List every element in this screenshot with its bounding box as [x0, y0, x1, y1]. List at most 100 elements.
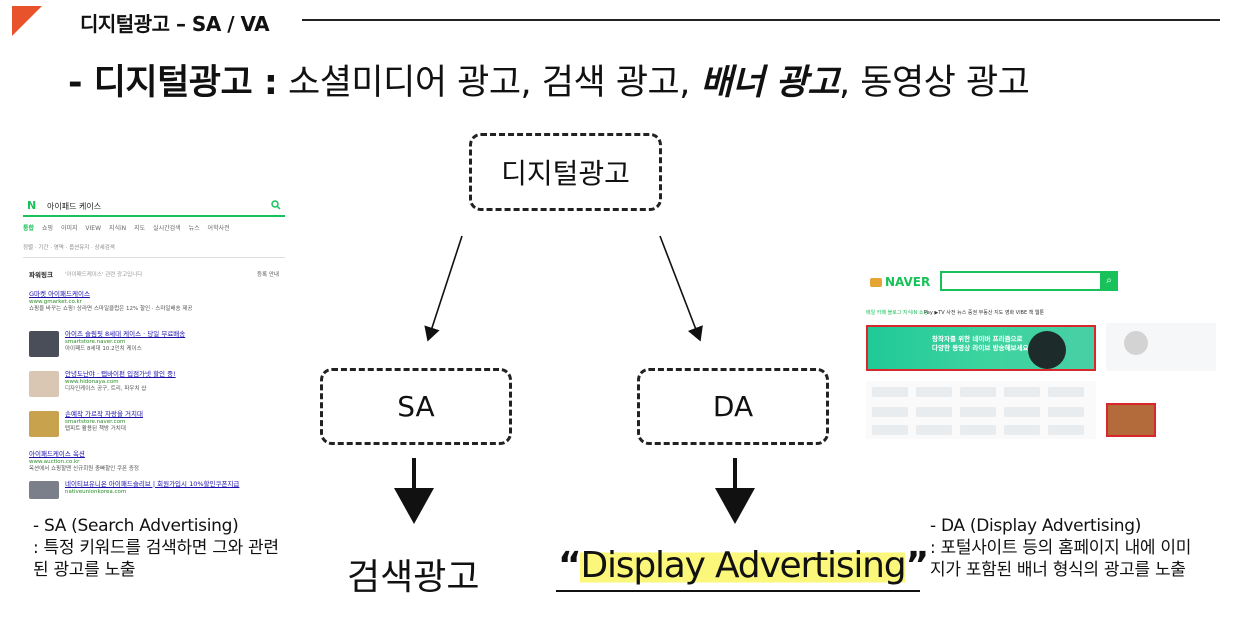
da-note-line: 지가 포함된 배너 형식의 광고를 노출	[930, 560, 1186, 580]
grid-cell	[960, 387, 996, 397]
grid-cell	[1048, 407, 1084, 417]
grid-cell	[1004, 407, 1040, 417]
ad-item: G마켓 아이패드케이스 www.gmarket.co.kr 쇼핑을 바꾸는 쇼핑…	[29, 290, 279, 314]
ad-desc: 디자인케이스 공구, 트리, 파우치 샵	[65, 386, 147, 392]
section-label: 디지털광고 – SA / VA	[80, 12, 270, 36]
avatar	[1124, 331, 1148, 355]
tab-item: 실시간검색	[153, 225, 181, 232]
register-link: 등록 안내	[257, 272, 279, 278]
grid-cell	[1048, 387, 1084, 397]
ad-url: smartstore.naver.com	[65, 338, 126, 345]
ad-item: 아이즈 슬림핏 8세대 케이스 · 당일 무료배송 smartstore.nav…	[29, 330, 279, 357]
search-query: 아이패드 케이스	[47, 202, 102, 211]
sa-note-line: - SA (Search Advertising)	[33, 516, 239, 536]
ad-desc: 탭피트 활용된 책방 거치대	[65, 426, 126, 432]
ad-url: www.gmarket.co.kr	[29, 298, 82, 305]
ad-item: 안녕도난야 · 탭바이펀 입점가넷 할인 중! www.hidonaya.com…	[29, 370, 279, 397]
da-portal-screenshot: NAVER ⌕ 메일 카페 블로그 지식iN 쇼핑 Pay ▶TV 사전 뉴스 …	[862, 265, 1220, 442]
banner-line: 다양한 동영상 라이브 방송해보세요!	[932, 344, 1032, 352]
ad-url: nativeunionkorea.com	[65, 488, 127, 495]
da-description: - DA (Display Advertising) : 포털사이트 등의 홈페…	[930, 515, 1191, 581]
ad-title: 네이티브유니온 아이패드슬리브 | 회원가입시 10%할인쿠폰지급	[65, 480, 240, 488]
ad-desc: 아이패드 8세대 10.2인치 케이스	[65, 346, 142, 352]
ad-item: 아이패드케이스 옥션 www.auction.co.kr 옥션에서 쇼핑할땐 신…	[29, 450, 279, 474]
powerlink-label: 파워링크	[29, 271, 53, 279]
search-icon	[271, 200, 281, 210]
product-thumbnail	[29, 371, 59, 397]
sa-label: SA	[397, 390, 435, 423]
grid-cell	[1048, 425, 1084, 435]
headline-bold: - 디지털광고 :	[68, 63, 278, 103]
login-profile-panel	[1106, 323, 1216, 371]
grid-cell	[872, 425, 908, 435]
ad-url: www.auction.co.kr	[29, 458, 80, 465]
grid-cell	[1004, 425, 1040, 435]
headline-part1: 소셜미디어 광고, 검색 광고,	[277, 63, 701, 103]
sa-big-label: 검색광고	[347, 557, 480, 598]
powerlink-sub: '아이패드케이스' 관련 광고입니다	[65, 272, 143, 278]
search-filters: 정렬 · 기간 · 영역 · 옵션유지 · 상세검색	[23, 245, 115, 251]
da-note-line: : 포털사이트 등의 홈페이지 내에 이미	[930, 538, 1192, 558]
sa-search-screenshot: N 아이패드 케이스 통합 쇼핑 이미지 VIEW 지식iN 지도 실시간검색 …	[23, 195, 285, 500]
grid-cell	[916, 407, 952, 417]
ad-url: smartstore.naver.com	[65, 418, 126, 425]
banner-ad: 창작자를 위한 네이버 프리즘으로 다양한 동영상 라이브 방송해보세요!	[866, 325, 1096, 371]
grid-cell	[872, 407, 908, 417]
sa-description: - SA (Search Advertising) : 특정 키워드를 검색하면…	[33, 515, 279, 581]
portal-search-box	[940, 271, 1116, 291]
banner-line: 창작자를 위한 네이버 프리즘으로	[932, 335, 1023, 343]
header-divider	[302, 19, 1220, 21]
da-label: DA	[712, 390, 754, 423]
naver-logo-text: NAVER	[885, 275, 931, 289]
product-thumbnail	[29, 481, 59, 499]
ad-title: 아이패드케이스 옥션	[29, 450, 85, 458]
ad-title: 손예작 가르작 자랑을 거치대	[65, 410, 143, 418]
headline-part2: , 동영상 광고	[839, 63, 1030, 103]
ad-title: 안녕도난야 · 탭바이펀 입점가넷 할인 중!	[65, 370, 176, 378]
ad-item: 네이티브유니온 아이패드슬리브 | 회원가입시 10%할인쿠폰지급 native…	[29, 480, 279, 499]
tab-item: 뉴스	[188, 225, 200, 232]
open-quote: “	[558, 545, 582, 586]
portal-header: NAVER ⌕	[862, 265, 1220, 297]
da-big-label: “Display Advertising”	[558, 545, 929, 586]
portal-menu-dark: Pay ▶TV 사전 뉴스 증권 부동산 지도 영화 VIBE 책 웹툰	[924, 310, 1045, 316]
grid-cell	[916, 387, 952, 397]
tab-item: 쇼핑	[41, 225, 54, 232]
sa-note-line: : 특정 키워드를 검색하면 그와 관련	[33, 538, 279, 558]
grid-cell	[960, 425, 996, 435]
divider	[23, 257, 285, 258]
product-thumbnail	[29, 331, 59, 357]
arrow-to-da	[659, 235, 703, 342]
da-note-line: - DA (Display Advertising)	[930, 516, 1142, 536]
grid-cell	[960, 407, 996, 417]
grid-cell	[1004, 387, 1040, 397]
tab-item: 이미지	[60, 225, 78, 232]
naver-n-logo: N	[27, 199, 37, 212]
diagram-da-box: DA	[637, 368, 829, 445]
search-icon: ⌕	[1100, 271, 1118, 291]
close-quote: ”	[905, 545, 929, 586]
news-stand-grid	[866, 381, 1096, 439]
headline-emphasis: 배너 광고	[700, 63, 840, 103]
banner-ad-text: 창작자를 위한 네이버 프리즘으로 다양한 동영상 라이브 방송해보세요!	[932, 335, 1031, 353]
root-label: 디지털광고	[501, 157, 630, 190]
banner-graphic	[1028, 331, 1066, 369]
search-tabs: 통합 쇼핑 이미지 VIEW 지식iN 지도 실시간검색 뉴스 어학사전	[23, 223, 285, 235]
ad-title: 아이즈 슬림핏 8세대 케이스 · 당일 무료배송	[65, 330, 186, 338]
headline: - 디지털광고 : 소셜미디어 광고, 검색 광고, 배너 광고, 동영상 광고	[68, 54, 1030, 105]
tab-item: 어학사전	[207, 225, 230, 232]
corner-accent-triangle	[12, 6, 42, 36]
product-thumbnail	[29, 411, 59, 437]
ad-desc: 쇼핑을 바꾸는 쇼핑! 상라면 스마일클럽은 12% 할인 · 스마일배송 제공	[29, 306, 193, 312]
diagram-root-box: 디지털광고	[469, 133, 662, 211]
arrow-to-sa	[424, 235, 463, 342]
da-label-underline	[556, 590, 920, 592]
ad-item: 손예작 가르작 자랑을 거치대 smartstore.naver.com 탭피트…	[29, 410, 279, 437]
sa-note-line: 된 광고를 노출	[33, 560, 136, 580]
tab-item: VIEW	[85, 225, 102, 232]
tab-item: 지식iN	[108, 225, 127, 232]
diagram-sa-box: SA	[320, 368, 512, 445]
news-thumbnail-ad	[1106, 403, 1156, 437]
naver-mascot-icon	[870, 278, 882, 287]
